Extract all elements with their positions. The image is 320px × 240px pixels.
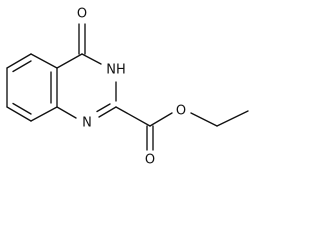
bond-benzene-2	[30, 53, 58, 69]
atom-labels: O NH N O O	[77, 7, 186, 168]
bond-benzene-double-1	[12, 60, 32, 73]
carbonyl-oxygen-label: O	[77, 7, 87, 22]
bond-oxygen-ch2	[190, 112, 218, 127]
ester-carbonyl-oxygen-label: O	[145, 153, 155, 168]
bond-benzene-1	[6, 53, 32, 69]
bond-c2-n1-double	[96, 103, 111, 113]
chemical-structure: O NH N O O	[6, 7, 249, 168]
bond-n1-c8a	[56, 106, 77, 119]
bond-ester-carbon-oxygen	[149, 112, 173, 127]
ester-oxygen-label: O	[176, 104, 186, 119]
bond-c2-n1	[98, 106, 117, 118]
nh-label: NH	[106, 63, 126, 78]
bond-c2-ester-carbon	[115, 106, 151, 127]
bonds	[6, 23, 249, 151]
bond-c4a-c4	[56, 53, 83, 69]
bond-ch2-ch3	[216, 110, 249, 127]
bond-c4-n3	[81, 53, 102, 65]
ring-nitrogen-label: N	[82, 116, 92, 131]
bond-benzene-4	[30, 106, 58, 122]
bond-benzene-double-2	[12, 102, 32, 115]
bond-benzene-5	[6, 106, 32, 122]
